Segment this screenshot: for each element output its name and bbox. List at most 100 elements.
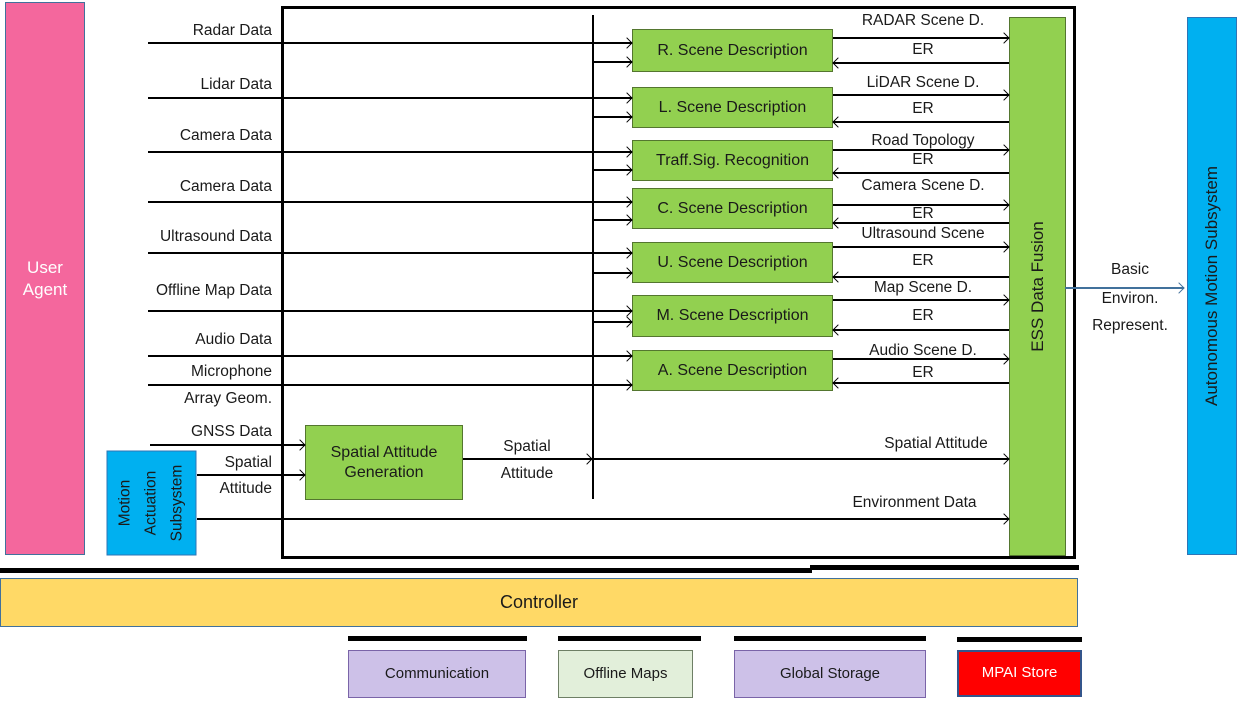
flow-label-er: ER (912, 100, 934, 117)
module-label: L. Scene Description (658, 98, 807, 116)
flow-label-radar-scene: RADAR Scene D. (861, 12, 985, 29)
mpai-store-box: MPAI Store (957, 650, 1082, 697)
flow-label-er: ER (912, 151, 934, 168)
flow-label-camera-scene: Camera Scene D. (861, 177, 985, 194)
flow-line (197, 518, 1009, 520)
input-label-audio: Audio Data (195, 331, 272, 348)
connector-bar (348, 636, 527, 641)
flow-line (833, 172, 1009, 174)
output-label-represent: Represent. (1092, 317, 1168, 334)
module-label: Traff.Sig. Recognition (656, 151, 809, 169)
flow-line (592, 219, 632, 221)
offline-maps-label: Offline Maps (583, 664, 668, 682)
ess-data-fusion-label: ESS Data Fusion (1027, 221, 1047, 352)
connector-bar (558, 636, 701, 641)
input-label-camera-1: Camera Data (179, 127, 272, 144)
communication-box: Communication (348, 650, 526, 698)
flow-line (148, 201, 632, 203)
module-label: Spatial Attitude Generation (330, 443, 438, 481)
motion-actuation-label: Motion (116, 479, 134, 527)
flow-label-er: ER (912, 307, 934, 324)
flow-line (592, 458, 1009, 460)
flow-line (148, 355, 632, 357)
flow-line (150, 444, 305, 446)
autonomous-motion-subsystem-box: Autonomous Motion Subsystem (1187, 17, 1237, 555)
input-label-array-geom: Array Geom. (184, 390, 272, 407)
flow-line (148, 42, 632, 44)
flow-label-environment-data: Environment Data (852, 494, 977, 511)
flow-line (148, 151, 632, 153)
divider-bar (810, 565, 1079, 570)
user-agent-label: Agent (22, 279, 68, 299)
flow-line (833, 299, 1009, 301)
flow-label-ultrasound-scene: Ultrasound Scene (861, 225, 985, 242)
ess-subsystem-frame (281, 6, 1076, 559)
mpai-store-label: MPAI Store (981, 664, 1058, 682)
global-storage-box: Global Storage (734, 650, 926, 698)
spatial-attitude-spine-line (592, 15, 594, 499)
divider-bar (0, 568, 812, 573)
module-audio-scene-description: A. Scene Description (632, 350, 833, 391)
flow-line (833, 204, 1009, 206)
flow-line (148, 252, 632, 254)
flow-line (833, 121, 1009, 123)
flow-line (148, 384, 632, 386)
ess-data-fusion-box: ESS Data Fusion (1009, 17, 1066, 556)
flow-line (833, 382, 1009, 384)
flow-line (592, 116, 632, 118)
flow-label-er: ER (912, 205, 934, 222)
flow-line (833, 222, 1009, 224)
flow-line (1065, 287, 1184, 289)
user-agent-box: User Agent (5, 2, 85, 555)
module-label: C. Scene Description (657, 199, 808, 217)
flow-line (148, 310, 632, 312)
input-label-lidar: Lidar Data (200, 76, 272, 93)
flow-line (148, 97, 632, 99)
flow-line (197, 474, 305, 476)
module-radar-scene-description: R. Scene Description (632, 29, 833, 72)
flow-line (592, 321, 632, 323)
motion-actuation-label: Actuation (142, 470, 160, 536)
module-label: R. Scene Description (657, 41, 808, 59)
flow-label-lidar-scene: LiDAR Scene D. (866, 74, 980, 91)
user-agent-label: User (27, 258, 63, 278)
flow-line (833, 94, 1009, 96)
input-label-camera-2: Camera Data (179, 178, 272, 195)
flow-line (592, 61, 632, 63)
flow-label-map-scene: Map Scene D. (873, 279, 973, 296)
module-label: A. Scene Description (657, 361, 808, 379)
autonomous-motion-label: Autonomous Motion Subsystem (1202, 166, 1222, 407)
module-lidar-scene-description: L. Scene Description (632, 87, 833, 128)
flow-label-spatial-attitude: Spatial Attitude (884, 435, 988, 452)
input-label-microphone: Microphone (191, 363, 272, 380)
flow-line (592, 169, 632, 171)
offline-maps-box: Offline Maps (558, 650, 693, 698)
input-label-offline-map: Offline Map Data (155, 282, 272, 299)
flow-label-er: ER (912, 364, 934, 381)
flow-line (833, 62, 1009, 64)
flow-line (463, 458, 592, 460)
flow-label-audio-scene: Audio Scene D. (869, 342, 977, 359)
controller-label: Controller (499, 592, 579, 613)
flow-line (833, 329, 1009, 331)
communication-label: Communication (384, 664, 490, 682)
module-label: M. Scene Description (656, 307, 809, 324)
sag-output-label-spatial: Spatial (503, 438, 551, 455)
motion-actuation-subsystem-box: Motion Actuation Subsystem (106, 450, 197, 556)
flow-label-er: ER (912, 41, 934, 58)
sag-output-label-attitude: Attitude (500, 465, 554, 482)
module-ultrasound-scene-description: U. Scene Description (632, 242, 833, 283)
flow-label-road-topology: Road Topology (871, 132, 975, 149)
input-label-spatial-2: Attitude (219, 480, 272, 497)
connector-bar (734, 636, 926, 641)
flow-label-er: ER (912, 252, 934, 269)
global-storage-label: Global Storage (779, 664, 881, 682)
input-label-ultrasound: Ultrasound Data (159, 228, 272, 245)
controller-box: Controller (0, 578, 1078, 627)
flow-line (833, 37, 1009, 39)
flow-line (833, 358, 1009, 360)
flow-line (833, 276, 1009, 278)
input-label-gnss: GNSS Data (191, 423, 272, 440)
flow-line (592, 272, 632, 274)
